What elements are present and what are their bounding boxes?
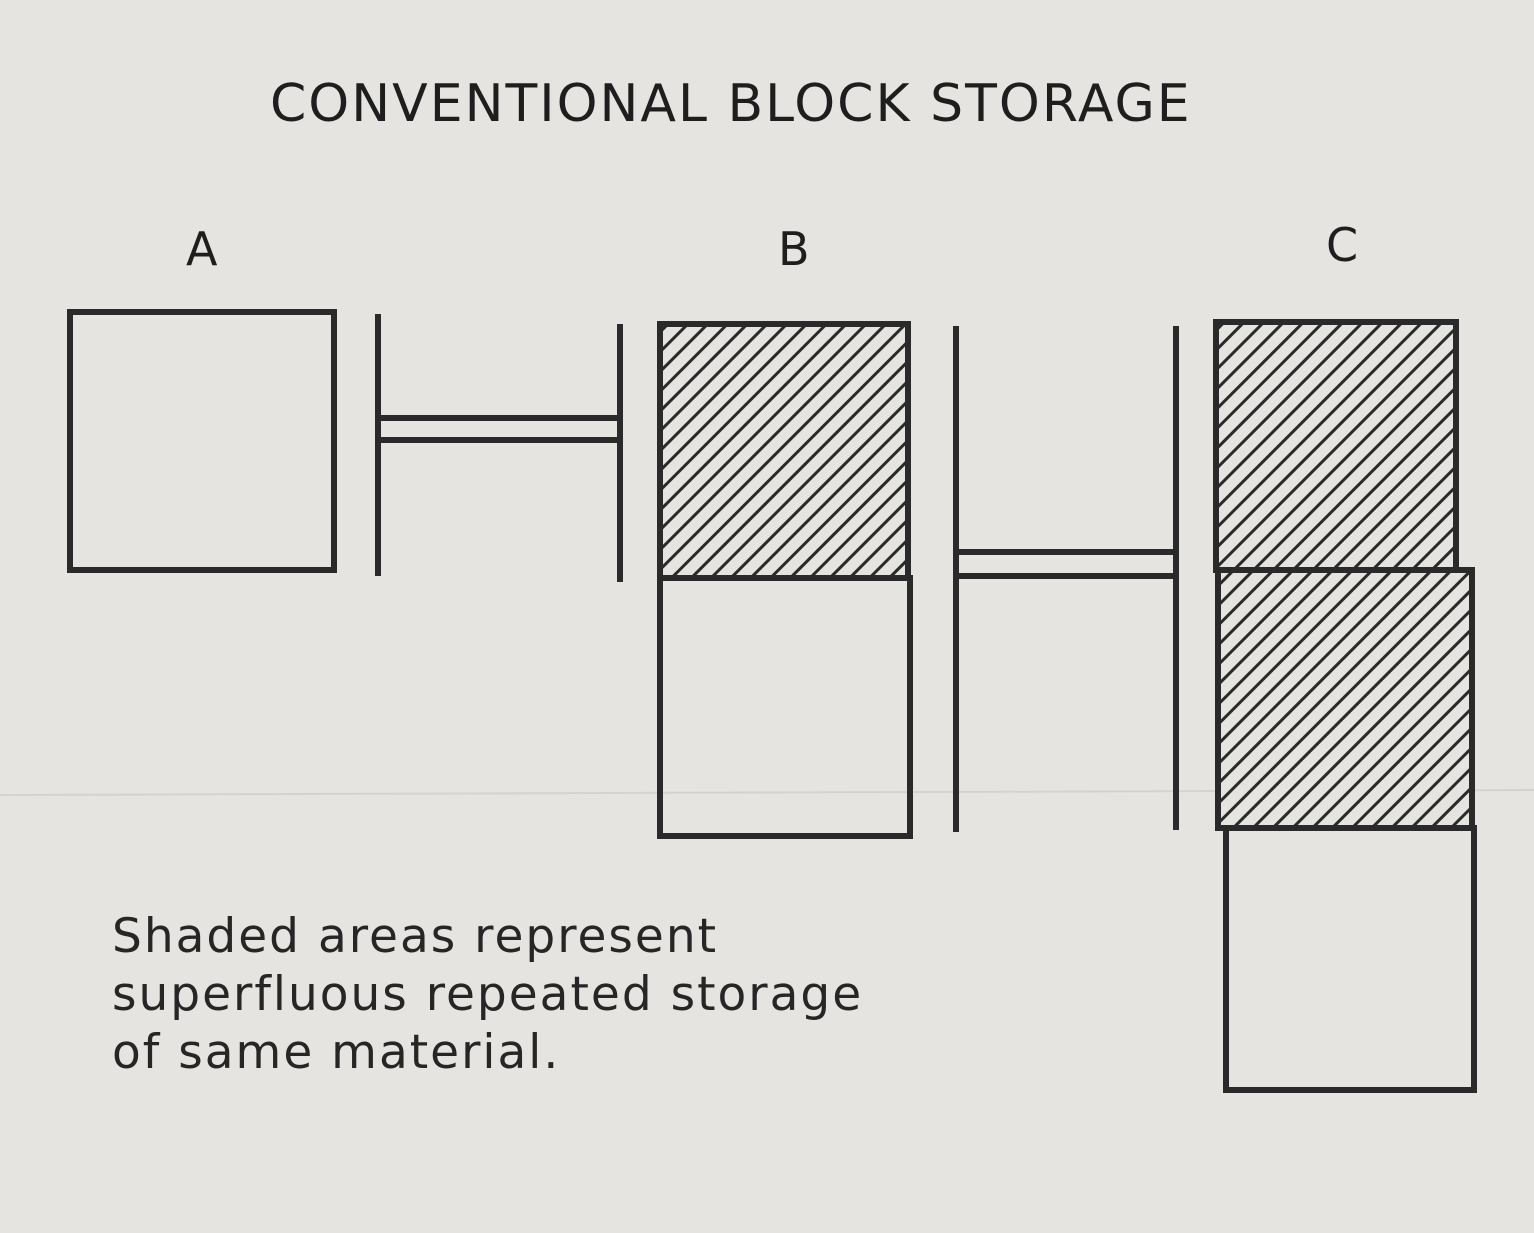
column-c-block-2-shaded	[1215, 567, 1475, 831]
column-c-label: C	[1326, 218, 1359, 272]
caption: Shaded areas represent superfluous repea…	[112, 908, 1072, 1082]
caption-line-3: of same material.	[112, 1025, 561, 1080]
column-a-block-1	[67, 309, 337, 573]
column-c-diagram	[1213, 319, 1477, 1093]
caption-line-2: superfluous repeated storage	[112, 967, 864, 1022]
column-b-label: B	[778, 222, 810, 276]
column-a-diagram	[67, 309, 337, 573]
diagram-title: CONVENTIONAL BLOCK STORAGE	[270, 74, 1192, 134]
column-b-diagram	[657, 321, 913, 839]
caption-line-1: Shaded areas represent	[112, 909, 719, 964]
column-c-block-1-shaded	[1213, 319, 1459, 573]
connector-b-c	[953, 326, 1179, 832]
column-b-block-1-shaded	[657, 321, 911, 581]
column-a-label: A	[186, 222, 218, 276]
column-c-block-3	[1223, 825, 1477, 1093]
column-b-block-2	[657, 575, 913, 839]
connector-a-b	[375, 314, 623, 582]
